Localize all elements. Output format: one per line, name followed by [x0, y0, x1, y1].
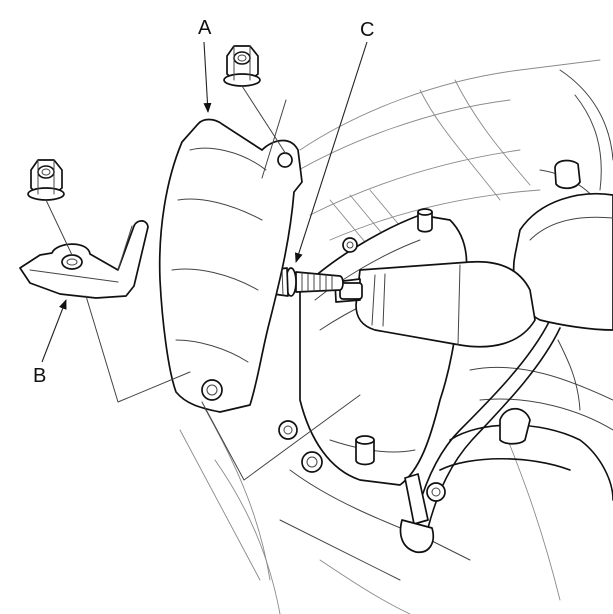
callout-leaders: [41, 41, 368, 363]
wrench-tool: [334, 260, 536, 348]
callout-label-a: A: [198, 17, 212, 39]
callout-label-b: B: [33, 365, 46, 387]
bracket-b: [19, 220, 149, 299]
engine-mount-bracket: [278, 208, 468, 486]
callout-label-c: C: [360, 19, 374, 41]
flange-nut-left: [27, 159, 65, 201]
bracket-a: [158, 118, 303, 413]
assembly-lines: [45, 85, 361, 481]
round-component: [426, 407, 613, 502]
flange-nut-right: [223, 45, 261, 87]
